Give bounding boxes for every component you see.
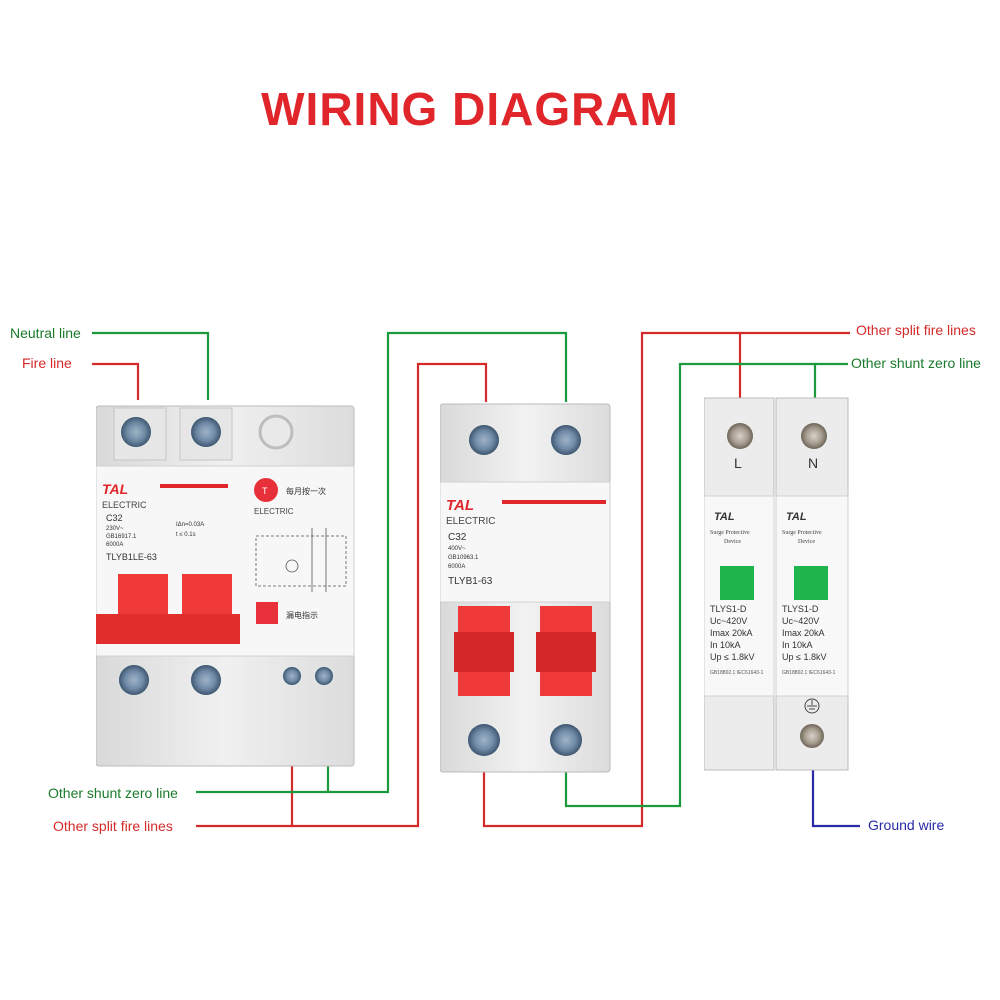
rcbo-electric-right: ELECTRIC [254,507,294,516]
rcbo-schematic [255,528,347,592]
mcb-voltage: 400V~ [448,546,466,552]
rcbo-residual: IΔn=0.03A [176,522,204,528]
spd-ground-screw-icon [800,724,824,748]
mcb-top-right-screw-icon [551,425,581,455]
mcb-fire-to-spd-wire [482,331,742,828]
spd-l-imax: Imax 20kA [710,628,753,638]
spd-n-up: Up ≤ 1.8kV [782,652,826,662]
spd-l-std: GB18802.1 IEC61643-1 [710,670,764,676]
spd-l-desc1: Surge Protective [710,530,750,536]
mcb-electric: ELECTRIC [446,516,495,527]
mcb-bottom-left-screw-icon [468,724,500,756]
spd-n-indicator [794,566,828,600]
rcbo-rating: C32 [106,513,123,523]
rcbo-model: TLYB1LE-63 [106,552,157,562]
rcbo-leak-indicator-label: 漏电指示 [286,610,318,620]
ground-wire [811,770,860,828]
rcbo-neutral-to-mcb-wire [326,331,568,794]
mcb-neutral-to-spd-wire [564,362,817,808]
spd-n-std: GB18802.1 IEC61643-1 [782,670,836,676]
spd-l-screw-icon [727,423,753,449]
rcbo-standard: GB16917.1 [106,534,137,540]
mcb-standard: GB10963.1 [448,555,479,561]
fire-line-label: Fire line [22,355,72,371]
rcbo-top-right-screw-icon [191,417,221,447]
mcb-capacity: 6000A [448,564,465,570]
rcbo-electric: ELECTRIC [102,500,147,510]
spd-n-desc1: Surge Protective [782,530,822,536]
rcbo-bottom-right-screw-icon [191,665,221,695]
rcbo-trip-time: t ≤ 0.1s [176,532,196,538]
spd-l-brand: TAL [714,511,735,523]
rcbo-aux-screw-1-icon [283,667,301,685]
spd-n-model: TLYS1-D [782,604,819,614]
neutral-line-label: Neutral line [10,325,81,341]
rcbo-capacity: 6000A [106,542,123,548]
neutral-input-wire [92,331,210,400]
rcbo-voltage: 230V~ [106,526,124,532]
rcbo-bottom-left-screw-icon [119,665,149,695]
right-split-fire-label: Other split fire lines [856,322,976,338]
mcb-top-left-screw-icon [469,425,499,455]
rcbo-test-button[interactable] [254,478,278,502]
spd-l-terminal: L [734,455,742,471]
ground-wire-label: Ground wire [868,817,945,833]
rcbo-handle-left[interactable] [118,574,168,614]
spd-n-terminal: N [808,455,818,471]
spd-n-brand: TAL [786,511,807,523]
rcbo-handle-right[interactable] [182,574,232,614]
mcb-model: TLYB1-63 [448,576,493,587]
rcbo-test-note: 每月按一次 [286,486,326,496]
mcb-bottom-right-screw-icon [550,724,582,756]
rcbo-brand: TAL [102,481,128,497]
spd-l-model: TLYS1-D [710,604,747,614]
rcbo-breaker: TAL ELECTRIC C32 230V~ GB16917.1 6000A I… [96,405,355,767]
rcbo-fire-to-mcb-wire [290,362,488,828]
spd-l-indicator [720,566,754,600]
rcbo-test-button-label: T [262,486,268,496]
mcb-brand: TAL [446,497,474,514]
right-shunt-zero-label: Other shunt zero line [851,355,981,371]
leak-indicator [256,602,278,624]
rcbo-aux-screw-2-icon [315,667,333,685]
ground-symbol-icon [804,698,820,714]
spd-l-up: Up ≤ 1.8kV [710,652,754,662]
rcbo-top-left-screw-icon [121,417,151,447]
spd-n-imax: Imax 20kA [782,628,825,638]
spd-n-desc2: Device [798,539,815,545]
spd-l-desc2: Device [724,539,741,545]
spd-l-uc: Uc~420V [710,616,747,626]
spd-l-in: In 10kA [710,640,741,650]
mcb-breaker: TAL ELECTRIC C32 400V~ GB10963.1 6000A T… [440,403,611,773]
surge-protective-device: L TAL Surge Protective Device TLYS1-D Uc… [704,397,849,771]
fire-input-wire [92,362,140,400]
mcb-rating: C32 [448,532,467,543]
spd-n-uc: Uc~420V [782,616,819,626]
spd-n-in: In 10kA [782,640,813,650]
spd-n-screw-icon [801,423,827,449]
left-shunt-zero-label: Other shunt zero line [48,785,178,801]
diagram-title: WIRING DIAGRAM [261,83,679,135]
left-split-fire-label: Other split fire lines [53,818,173,834]
